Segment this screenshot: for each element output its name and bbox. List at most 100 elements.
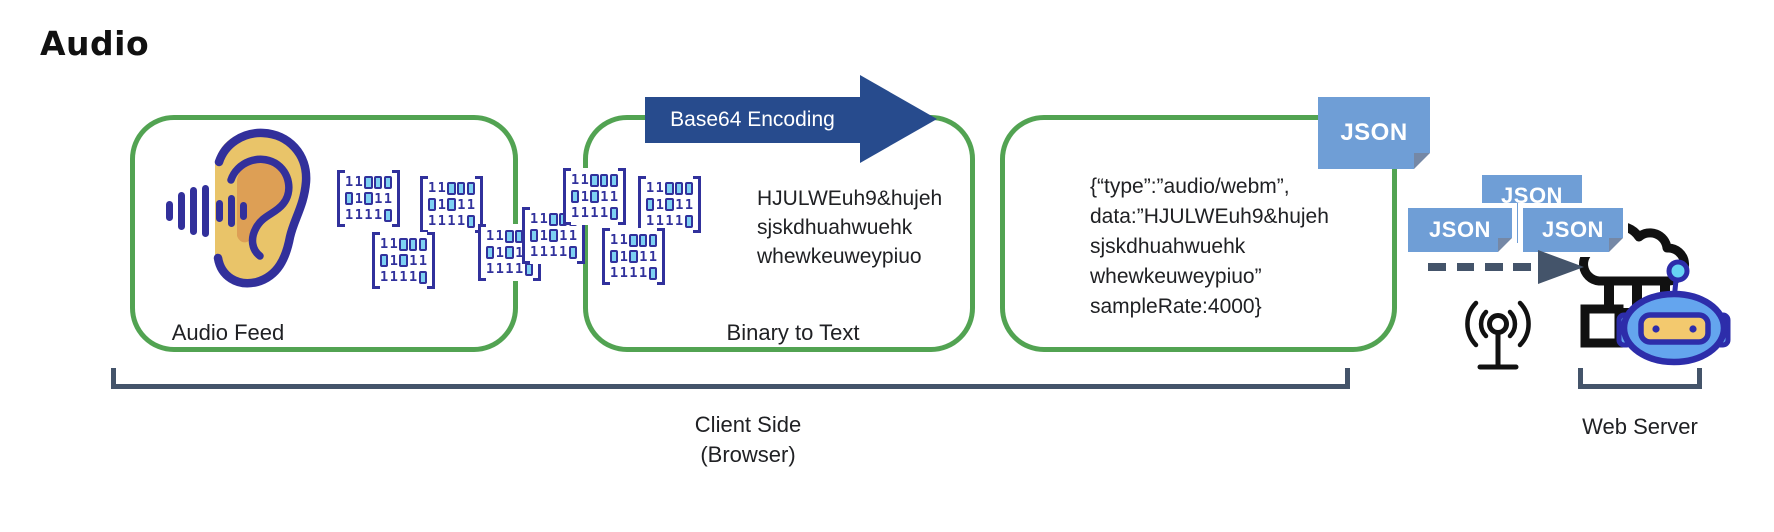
json-payload-text: {“type”:”audio/webm”, data:”HJULWEuh9&hu… — [1090, 172, 1329, 322]
bit-one: 1 — [684, 196, 693, 213]
base64-encoding-arrow: Base64 Encoding — [645, 97, 860, 143]
ear-helix — [227, 155, 293, 260]
dashed-line-segment — [1513, 263, 1531, 271]
bit-zero — [524, 262, 534, 276]
bit-one: 1 — [580, 172, 589, 188]
bit-one: 1 — [466, 196, 475, 213]
bit-one: 1 — [380, 236, 389, 252]
bit-zero — [447, 198, 456, 211]
robot-antenna-ball — [1666, 259, 1690, 283]
sound-waves-icon — [166, 185, 247, 237]
bit-one: 1 — [495, 261, 504, 277]
bit-zero — [629, 250, 638, 263]
base64-arrow-label: Base64 Encoding — [670, 108, 835, 131]
bit-one: 1 — [590, 205, 599, 221]
bit-zero — [374, 175, 383, 189]
json-payload-line: sampleRate:4000} — [1090, 295, 1262, 318]
json-tab-label: JSON — [1340, 119, 1408, 146]
bit-one: 1 — [383, 190, 392, 207]
bit-one: 1 — [409, 269, 418, 285]
bit-zero — [609, 206, 619, 220]
robot-visor — [1638, 312, 1711, 345]
ear-icon — [166, 128, 311, 288]
bit-one: 1 — [354, 190, 363, 207]
bit-zero — [399, 254, 408, 267]
bit-one: 1 — [437, 180, 446, 196]
bit-zero — [409, 237, 418, 251]
bit-one: 1 — [646, 180, 655, 196]
bit-zero — [639, 233, 648, 247]
bit-one: 1 — [428, 213, 437, 229]
bit-one: 1 — [539, 227, 548, 244]
bit-zero — [609, 173, 618, 187]
web-server-bracket — [1578, 368, 1702, 389]
dashed-line-segment — [1428, 263, 1446, 271]
bit-zero — [383, 208, 393, 222]
json-payload-line: {“type”:”audio/webm”, — [1090, 175, 1290, 198]
bit-one: 1 — [495, 244, 504, 261]
bit-one: 1 — [675, 196, 684, 213]
bit-zero — [345, 192, 354, 205]
bit-zero — [629, 233, 638, 247]
encoded-text-line: sjskdhuahwuehk — [757, 216, 913, 239]
encoded-text-line: HJULWEuh9&hujeh — [757, 187, 943, 210]
bit-zero — [568, 245, 578, 259]
bit-zero — [364, 192, 373, 205]
bit-one: 1 — [505, 261, 514, 277]
bit-one: 1 — [447, 213, 456, 229]
bit-zero — [549, 212, 558, 226]
bit-one: 1 — [655, 196, 664, 213]
bit-one: 1 — [639, 265, 648, 281]
bit-zero — [364, 175, 373, 189]
bit-one: 1 — [655, 213, 664, 229]
json-packet-label: JSON — [1501, 183, 1563, 208]
json-payload-line: sjskdhuahwuehk — [1090, 235, 1246, 258]
bit-one: 1 — [609, 188, 618, 205]
bit-one: 1 — [354, 207, 363, 223]
bit-zero — [466, 181, 475, 195]
base64-arrow-head-icon — [860, 75, 937, 163]
bit-zero — [684, 181, 693, 195]
bit-zero — [428, 198, 437, 211]
bit-zero — [665, 181, 674, 195]
robot-icon — [1616, 259, 1731, 366]
encoded-text-line: whewkeuweypiuo — [757, 245, 922, 268]
json-packet-left: JSON — [1408, 208, 1512, 252]
bit-zero — [648, 266, 658, 280]
json-packet-label: JSON — [1542, 217, 1604, 242]
client-side-bracket — [111, 368, 1350, 389]
bit-one: 1 — [655, 180, 664, 196]
bit-one: 1 — [418, 252, 427, 269]
bit-zero — [505, 229, 514, 243]
bit-one: 1 — [437, 213, 446, 229]
binary-to-text-label: Binary to Text — [726, 320, 860, 345]
bit-zero — [380, 254, 389, 267]
bit-zero — [684, 214, 694, 228]
bit-zero — [505, 246, 514, 259]
bit-zero — [457, 181, 466, 195]
bit-one: 1 — [580, 188, 589, 205]
bit-one: 1 — [619, 265, 628, 281]
bit-zero — [418, 270, 428, 284]
bit-one: 1 — [345, 174, 354, 190]
bit-zero — [600, 173, 609, 187]
bit-one: 1 — [539, 244, 548, 260]
bit-zero — [383, 175, 392, 189]
server-node-square — [1580, 304, 1624, 348]
web-server-caption: Web Server — [1582, 414, 1698, 439]
bit-one: 1 — [646, 213, 655, 229]
bit-one: 1 — [399, 269, 408, 285]
bit-one: 1 — [374, 190, 383, 207]
bit-one: 1 — [648, 248, 657, 265]
client-side-caption: Client Side (Browser) — [598, 410, 898, 470]
bit-one: 1 — [619, 248, 628, 265]
bit-one: 1 — [571, 172, 580, 188]
bit-zero — [590, 190, 599, 203]
bit-one: 1 — [457, 213, 466, 229]
bit-zero — [447, 181, 456, 195]
bit-one: 1 — [539, 211, 548, 227]
